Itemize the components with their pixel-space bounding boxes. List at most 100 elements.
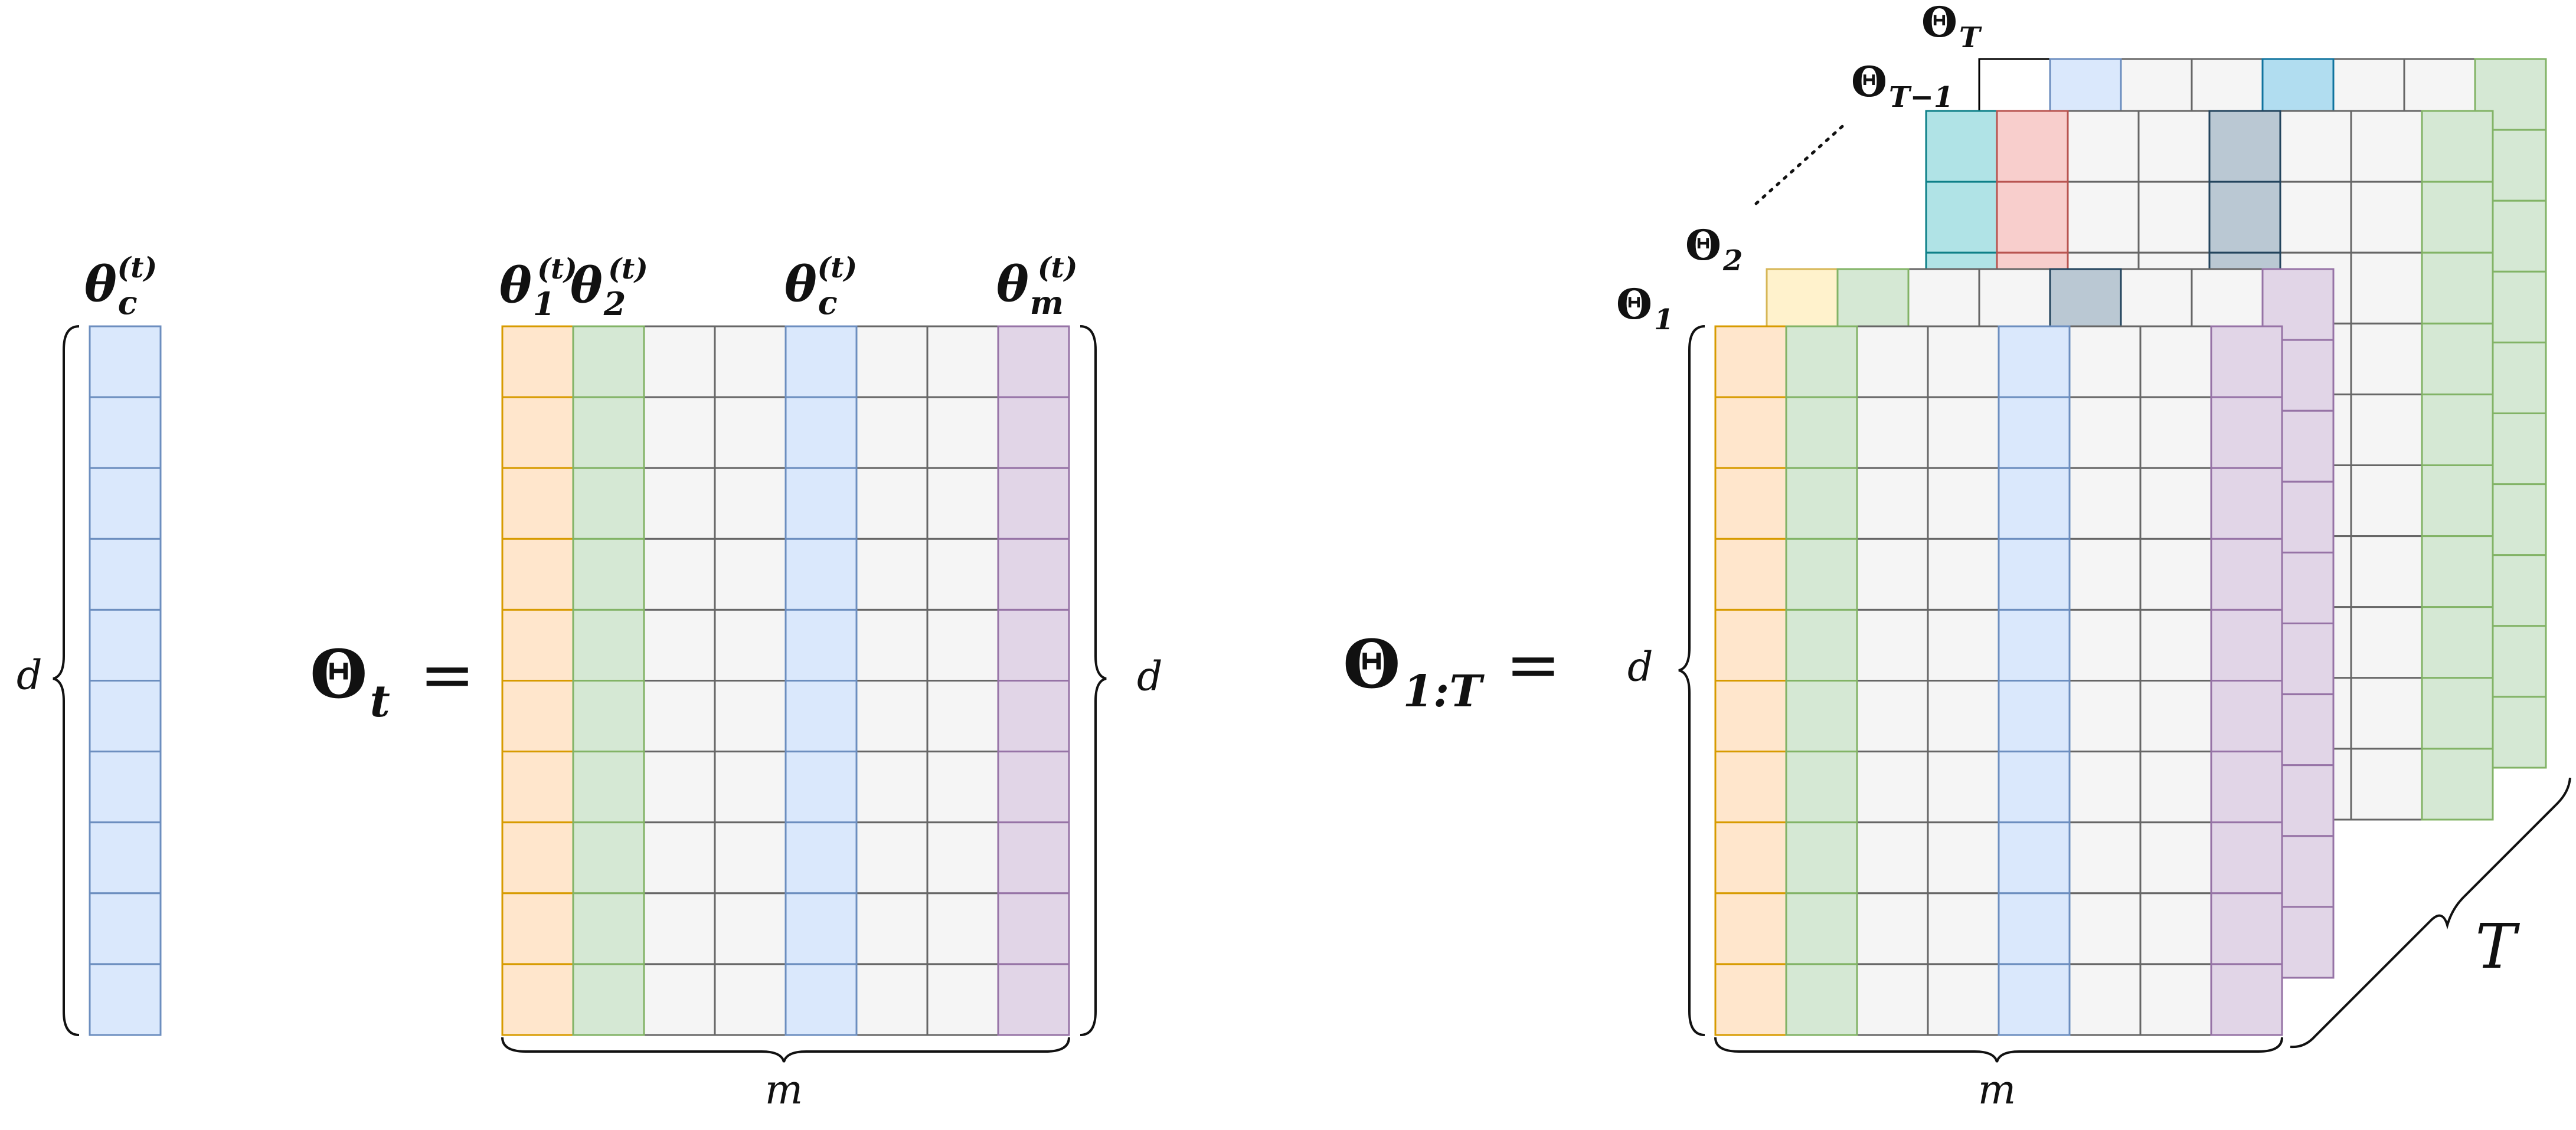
stack-cell <box>1856 538 1929 611</box>
stack-cell <box>2137 110 2211 183</box>
stack-cell <box>2139 608 2212 682</box>
matrix-cell <box>643 821 716 895</box>
stack-cell <box>1927 963 2000 1036</box>
matrix-cell <box>714 325 787 398</box>
stack-cell <box>1996 110 2069 183</box>
stack-cell <box>1998 467 2071 540</box>
stack-cell <box>2350 464 2423 538</box>
stack-cell <box>1998 396 2071 469</box>
vector-label: θc(t) <box>84 251 157 322</box>
vector-dim-label: d <box>17 653 43 699</box>
stack-cell <box>1785 892 1858 965</box>
matrix-cell <box>855 608 929 682</box>
matrix-cell <box>997 751 1070 824</box>
matrix-cell <box>784 963 858 1036</box>
stack-cell <box>1856 680 1929 753</box>
matrix-cell <box>572 892 645 965</box>
stack-cell <box>1927 608 2000 682</box>
matrix-cell <box>501 608 574 682</box>
stack-cell <box>2350 748 2423 821</box>
stack-cell <box>1785 396 1858 469</box>
matrix-cell <box>501 325 574 398</box>
matrix-cell <box>926 538 999 611</box>
matrix-col-label-1: θ1(t) <box>499 253 577 323</box>
matrix-cell <box>997 680 1070 753</box>
matrix-cell <box>572 963 645 1036</box>
stack-cell <box>1996 181 2069 254</box>
stack-cell <box>2210 325 2283 398</box>
matrix-cell <box>714 538 787 611</box>
stack-cell <box>2421 181 2494 254</box>
stack-cell <box>1856 821 1929 895</box>
layer-label-2: Θ2 <box>1685 221 1743 277</box>
matrix-col-label-2: θ2(t) <box>570 253 648 323</box>
matrix-cell <box>784 538 858 611</box>
stack-cell <box>1927 751 2000 824</box>
matrix-row-brace <box>1080 325 1107 1036</box>
stack-cell <box>1856 892 1929 965</box>
stack-cell <box>2139 821 2212 895</box>
matrix-col-brace <box>501 1037 1070 1063</box>
stack-cell <box>1785 608 1858 682</box>
stack-cell <box>2279 110 2352 183</box>
stack-cell <box>2421 393 2494 467</box>
matrix-cell <box>501 892 574 965</box>
matrix-cell <box>997 608 1070 682</box>
stack-cell <box>1714 680 1787 753</box>
vector-cell <box>89 821 162 895</box>
matrix-col-label-m: θm(t) <box>996 251 1077 322</box>
stack-cell <box>2210 821 2283 895</box>
stack-cell <box>2068 963 2142 1036</box>
stack-col-brace <box>1714 1037 2283 1063</box>
stack-cell <box>2210 892 2283 965</box>
stack-cell <box>2208 110 2281 183</box>
vector-cell <box>89 608 162 682</box>
stack-cell <box>2210 751 2283 824</box>
matrix-cell <box>997 963 1070 1036</box>
stack-cell <box>2350 322 2423 395</box>
stack-cell <box>2210 396 2283 469</box>
stack-cell <box>2137 181 2211 254</box>
stack-cell <box>1785 325 1858 398</box>
matrix-cell <box>643 963 716 1036</box>
stack-cell <box>1925 181 1998 254</box>
vector-theta-c-cells <box>89 325 162 1036</box>
matrix-cell <box>714 680 787 753</box>
matrix-cell <box>784 608 858 682</box>
vector-cell <box>89 325 162 398</box>
stack-cell <box>1927 538 2000 611</box>
stack-cell <box>2350 181 2423 254</box>
stack-cell <box>1785 751 1858 824</box>
stack-cell <box>2350 606 2423 679</box>
stack-cell <box>1714 751 1787 824</box>
stack-col-dim-label: m <box>1978 1067 2016 1113</box>
stack-cell <box>2139 325 2212 398</box>
stack-cell <box>1927 892 2000 965</box>
vector-cell <box>89 467 162 540</box>
matrix-cell <box>643 751 716 824</box>
stack-cell <box>1998 892 2071 965</box>
stack-cell <box>2068 608 2142 682</box>
stack-cell <box>2421 251 2494 325</box>
matrix-cell <box>643 892 716 965</box>
stack-cell <box>2139 963 2212 1036</box>
matrix-cell <box>501 680 574 753</box>
stack-cell <box>1998 751 2071 824</box>
matrix-cell <box>572 467 645 540</box>
stack-cell <box>2139 751 2212 824</box>
stack-cell <box>2210 538 2283 611</box>
stack-cell <box>2139 538 2212 611</box>
stack-cell <box>2421 535 2494 608</box>
matrix-cell <box>784 751 858 824</box>
matrix-cell <box>714 821 787 895</box>
stack-cell <box>2421 464 2494 538</box>
matrix-cell <box>501 538 574 611</box>
matrix-cell <box>501 467 574 540</box>
matrix-cell <box>855 538 929 611</box>
stack-cell <box>2068 892 2142 965</box>
matrix-cell <box>926 680 999 753</box>
stack-cell <box>2350 251 2423 325</box>
matrix-cell <box>784 396 858 469</box>
stack-cell <box>1856 467 1929 540</box>
